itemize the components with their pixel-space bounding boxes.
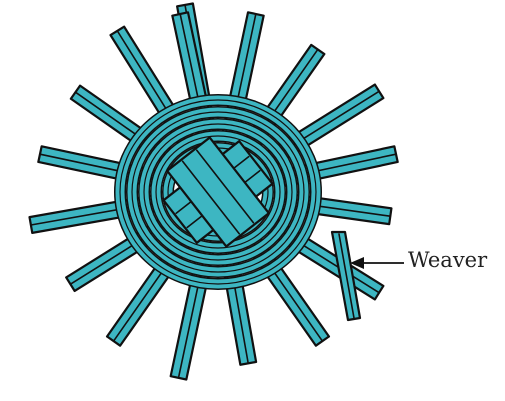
weaver-label: Weaver: [408, 250, 487, 271]
weaver-arrow: [350, 257, 404, 269]
